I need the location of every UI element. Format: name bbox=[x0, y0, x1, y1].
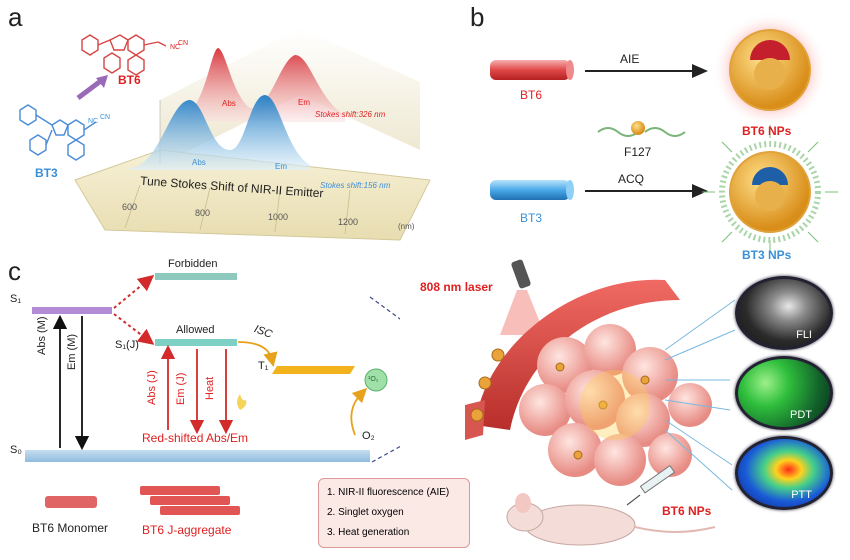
t1-label: T₁ bbox=[258, 360, 269, 372]
bt6-cn-label: NC bbox=[170, 44, 181, 51]
pdt-label: PDT bbox=[790, 409, 812, 421]
monomer-icon bbox=[45, 496, 97, 508]
abs-m-label: Abs (M) bbox=[36, 316, 48, 356]
bt3-np-chains bbox=[702, 125, 838, 252]
blue-em-label: Em bbox=[275, 162, 287, 171]
legend-item-2: 2. Singlet oxygen bbox=[327, 507, 404, 518]
pdt-image: PDT bbox=[735, 356, 833, 430]
allowed-label: Allowed bbox=[176, 324, 215, 336]
j-aggregate-label: BT6 J-aggregate bbox=[142, 523, 232, 537]
o2-arrow bbox=[350, 387, 368, 436]
bt6-rod bbox=[490, 60, 570, 80]
panel-label-b: b bbox=[470, 2, 485, 32]
f127-chain-right bbox=[644, 127, 686, 137]
forbidden-label: Forbidden bbox=[168, 258, 218, 270]
singlet-oxygen-icon bbox=[364, 368, 388, 392]
tick-1000: 1000 bbox=[268, 212, 289, 222]
panel-a-graphic bbox=[19, 28, 431, 241]
tumor-illustration bbox=[465, 259, 716, 546]
red-shifted-label: Red-shifted Abs/Em bbox=[142, 431, 249, 445]
red-stokes-shift: Stokes shift:326 nm bbox=[315, 110, 386, 119]
ptt-label: PTT bbox=[791, 489, 812, 501]
ptt-image: PTT bbox=[735, 436, 833, 510]
tick-800: 800 bbox=[195, 208, 211, 218]
heat-flame-icon bbox=[237, 394, 247, 410]
isc-arrow bbox=[237, 341, 278, 368]
legend-item-3: 3. Heat generation bbox=[327, 527, 410, 538]
bt3-cn-label-2: CN bbox=[100, 114, 111, 121]
red-em-label: Em bbox=[298, 98, 310, 107]
panel-b-graphic bbox=[490, 12, 838, 252]
chart-floor bbox=[74, 149, 431, 241]
bt6-nps-injection-label: BT6 NPs bbox=[662, 504, 712, 518]
s1j-label: S₁(J) bbox=[115, 339, 139, 351]
bt3-label: BT3 bbox=[520, 211, 543, 225]
aie-label: AIE bbox=[620, 52, 640, 66]
singlet-oxygen-label: ¹O₂ bbox=[368, 376, 379, 383]
heat-label: Heat bbox=[204, 376, 216, 400]
legend-item-1: 1. NIR-II fluorescence (AIE) bbox=[327, 487, 450, 498]
bt3-cn-label: NC bbox=[88, 118, 99, 125]
s1-level bbox=[32, 307, 112, 314]
panel-label-c: c bbox=[8, 256, 21, 286]
nanoparticle-dots bbox=[470, 348, 650, 460]
j-aggregate-icon bbox=[140, 486, 240, 515]
zoom-line-bottom bbox=[371, 445, 400, 463]
bt6-label: BT6 bbox=[520, 88, 543, 102]
bt6-spectrum bbox=[175, 48, 345, 122]
zoom-line-top bbox=[369, 296, 400, 320]
bt6-molecule-label: BT6 bbox=[118, 73, 141, 87]
em-m-label: Em (M) bbox=[66, 333, 78, 370]
tick-600: 600 bbox=[122, 202, 138, 212]
blue-stokes-shift: Stokes shift:156 nm bbox=[320, 181, 391, 190]
bt3-molecule bbox=[19, 104, 97, 161]
forbidden-arrow bbox=[113, 274, 155, 309]
blue-abs-label: Abs bbox=[192, 158, 206, 167]
panel-label-a: a bbox=[8, 2, 23, 32]
syringe-icon bbox=[626, 464, 676, 506]
acq-label: ACQ bbox=[618, 172, 645, 186]
bt6-cn-label-2: CN bbox=[178, 40, 189, 47]
s0-label: S₀ bbox=[10, 444, 22, 456]
panel-c-diagram bbox=[25, 273, 400, 515]
fli-label: FLI bbox=[796, 329, 812, 341]
laser-device-icon bbox=[511, 259, 531, 289]
tick-unit: (nm) bbox=[398, 222, 415, 231]
tune-arrow bbox=[76, 78, 104, 100]
laser-label: 808 nm laser bbox=[420, 280, 493, 294]
bt3-rod bbox=[490, 180, 570, 200]
bt3-spectrum bbox=[130, 95, 310, 170]
s0-level bbox=[25, 450, 370, 462]
mechanism-legend: 1. NIR-II fluorescence (AIE) 2. Singlet … bbox=[318, 478, 470, 548]
em-j-label: Em (J) bbox=[175, 372, 187, 405]
allowed-arrow bbox=[113, 313, 155, 345]
f127-bead bbox=[631, 121, 645, 135]
red-abs-label: Abs bbox=[222, 99, 236, 108]
s1-label: S₁ bbox=[10, 293, 22, 305]
bt6-nps-label: BT6 NPs bbox=[742, 124, 792, 138]
forbidden-level bbox=[155, 273, 237, 280]
monomer-label: BT6 Monomer bbox=[32, 521, 109, 535]
abs-j-label: Abs (J) bbox=[146, 370, 158, 405]
bt6-molecule bbox=[81, 34, 167, 76]
heat-glow bbox=[580, 370, 650, 440]
mouse-icon bbox=[506, 493, 716, 546]
laser-beam bbox=[500, 290, 545, 335]
t1-level bbox=[272, 366, 355, 374]
f127-chain-left bbox=[597, 127, 639, 137]
f127-label: F127 bbox=[624, 145, 652, 159]
fli-image: FLI bbox=[735, 276, 833, 350]
bt3-nps-label: BT3 NPs bbox=[742, 248, 792, 262]
oval-connectors bbox=[664, 299, 736, 491]
o2-label: O₂ bbox=[362, 430, 375, 442]
blood-vessel bbox=[475, 279, 680, 430]
bt3-molecule-label: BT3 bbox=[35, 166, 58, 180]
tick-1200: 1200 bbox=[338, 217, 359, 227]
s1j-level bbox=[155, 339, 237, 346]
